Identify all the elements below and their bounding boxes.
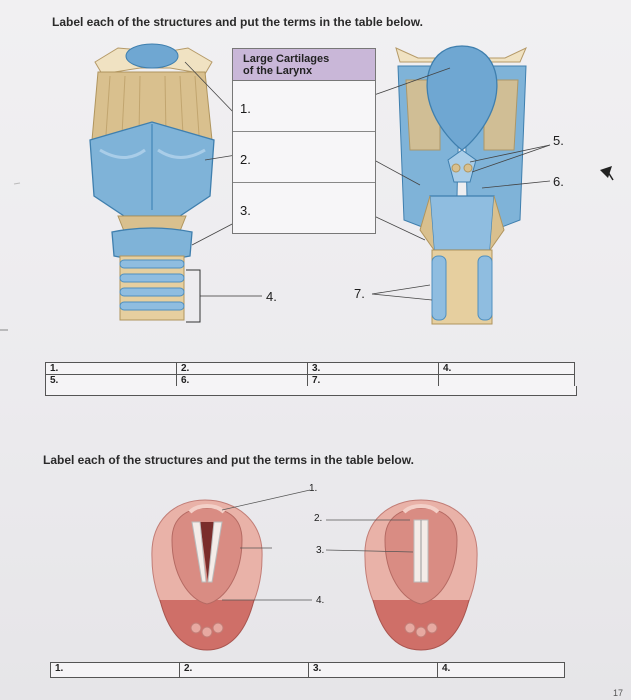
label-5: 5.: [553, 133, 564, 148]
vocal-folds-closed-figure: [364, 499, 478, 651]
label-3: 3.: [316, 545, 325, 556]
cartilage-row-label: 3.: [240, 203, 251, 218]
cartilage-row[interactable]: 2.: [233, 132, 375, 183]
section1-instruction: Label each of the structures and put the…: [52, 15, 423, 29]
larynx-anterior-figure: [89, 43, 262, 323]
section1-answer-table: 1. 2. 3. 4. 5. 6. 7.: [45, 362, 575, 387]
label-7: 7.: [354, 286, 365, 301]
table-row: 1. 2. 3. 4.: [45, 362, 575, 375]
box-header-line1: Large Cartilages: [243, 53, 330, 65]
answer-cell[interactable]: 7.: [307, 374, 439, 387]
table-row: 1. 2. 3. 4.: [50, 662, 565, 678]
answer-cell[interactable]: 5.: [45, 374, 177, 387]
large-cartilages-header: Large Cartilages of the Larynx: [233, 49, 375, 81]
answer-table-extra-row: [45, 386, 577, 396]
label-4: 4.: [266, 289, 277, 304]
label-4: 4.: [316, 595, 325, 606]
section2-instruction: Label each of the structures and put the…: [43, 453, 414, 467]
table-row: 5. 6. 7.: [45, 374, 575, 387]
label-1: 1.: [309, 483, 318, 494]
cartilage-row-label: 1.: [240, 101, 251, 116]
cartilage-row[interactable]: 3.: [233, 183, 375, 233]
answer-cell[interactable]: 4.: [437, 662, 565, 678]
large-cartilages-box: Large Cartilages of the Larynx 1. 2. 3.: [232, 48, 376, 234]
answer-cell[interactable]: 2.: [179, 662, 309, 678]
answer-cell[interactable]: 3.: [308, 662, 438, 678]
box-header-line2: of the Larynx: [243, 65, 313, 77]
answer-cell[interactable]: 4.: [438, 362, 575, 375]
answer-cell[interactable]: [438, 374, 575, 387]
vocal-folds-open-figure: [151, 499, 263, 651]
answer-cell[interactable]: 2.: [176, 362, 308, 375]
answer-cell[interactable]: 6.: [176, 374, 308, 387]
larynx-posterior-figure: [371, 45, 614, 325]
label-2: 2.: [314, 513, 323, 524]
page-number: 17: [612, 688, 623, 698]
label-6: 6.: [553, 174, 564, 189]
answer-cell[interactable]: 1.: [50, 662, 180, 678]
cartilage-row-label: 2.: [240, 152, 251, 167]
cartilage-row[interactable]: 1.: [233, 81, 375, 132]
answer-cell[interactable]: 1.: [45, 362, 177, 375]
answer-cell[interactable]: 3.: [307, 362, 439, 375]
section2-answer-table: 1. 2. 3. 4.: [50, 662, 565, 678]
